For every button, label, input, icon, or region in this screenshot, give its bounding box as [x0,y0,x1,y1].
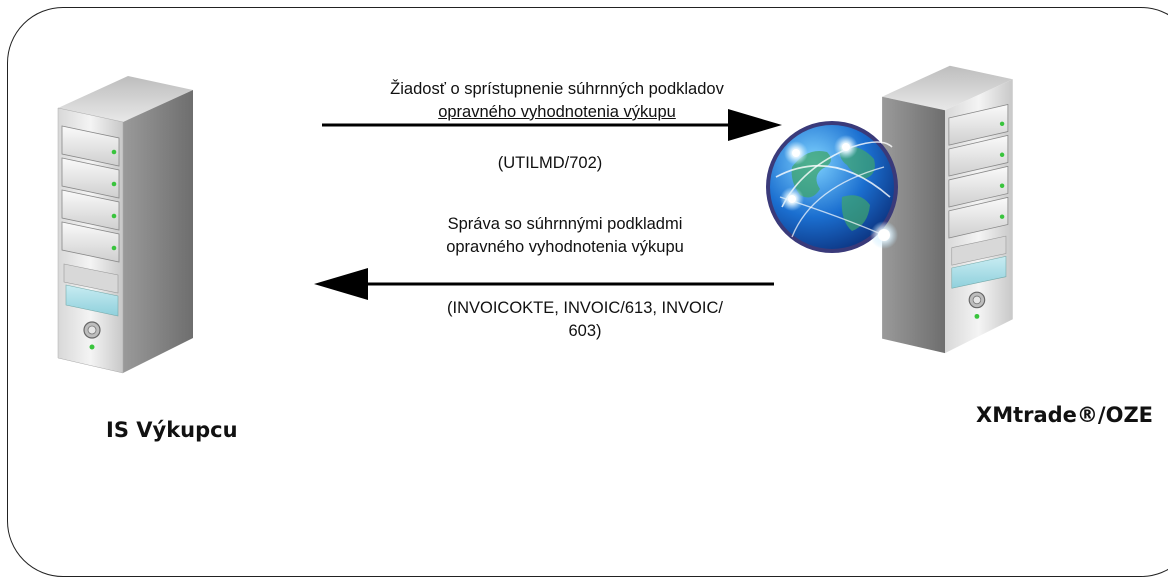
server-icon [57,76,193,374]
request-line2: opravného vyhodnotenia výkupu [438,103,676,121]
response-line1: Správa so súhrnnými podkladmi [447,215,683,233]
request-text: Žiadosť o sprístupnenie súhrnných podkla… [322,78,792,124]
response-code-line1: (INVOICOKTE, INVOIC/613, INVOIC/ [447,299,723,317]
left-node-label: IS Výkupcu [106,418,238,442]
right-node-label: XMtrade®/OZE [976,403,1154,427]
response-code-line2: 603) [568,322,602,340]
request-arrow [322,109,782,141]
request-line1: Žiadosť o sprístupnenie súhrnných podkla… [390,80,724,98]
response-code: (INVOICOKTE, INVOIC/613, INVOIC/ 603) [360,297,810,343]
response-arrow [314,268,774,300]
globe-icon [766,121,898,253]
response-text: Správa so súhrnnými podkladmi opravného … [330,213,800,259]
response-line2: opravného vyhodnotenia výkupu [446,238,684,256]
server-icon [882,65,1013,354]
request-code: (UTILMD/702) [497,154,603,172]
